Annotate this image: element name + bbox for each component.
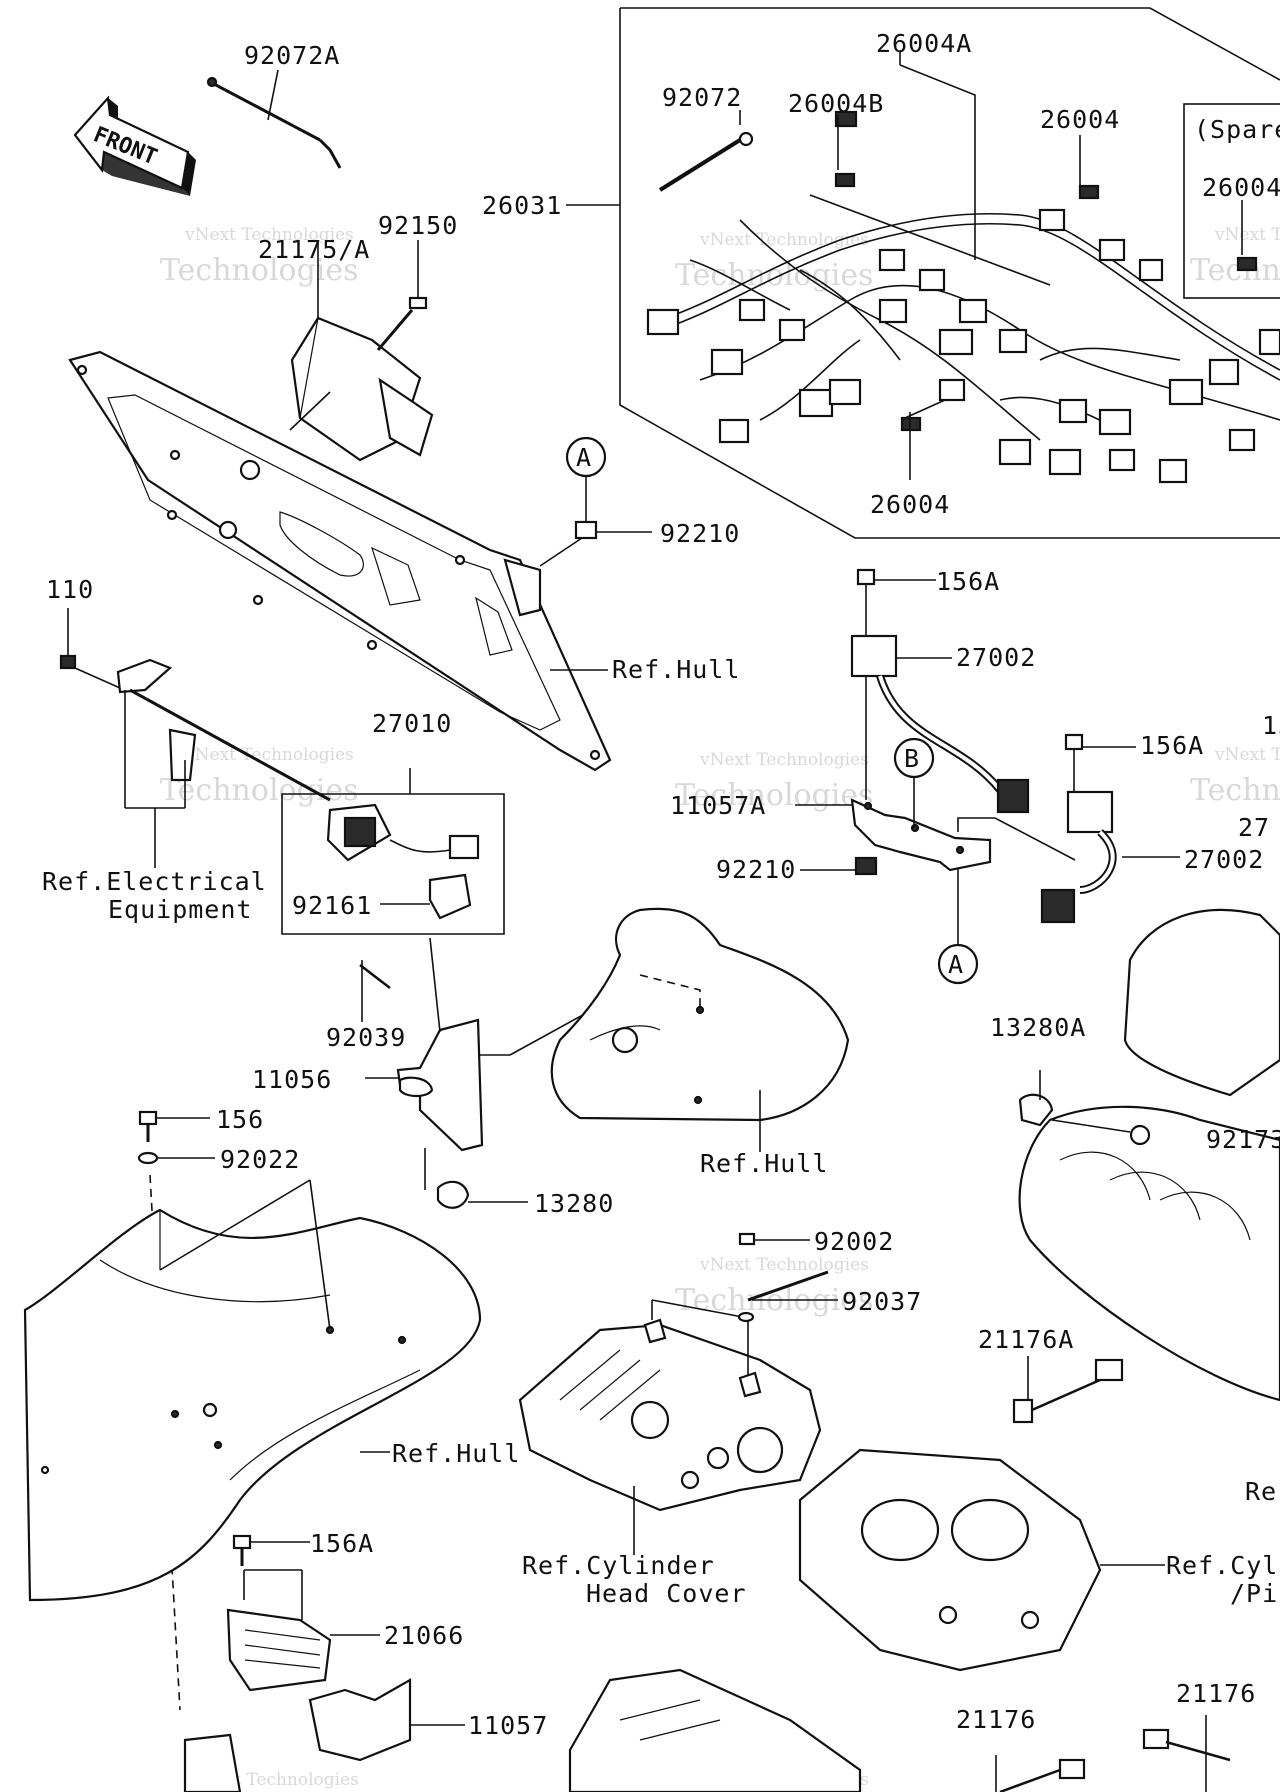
part-label: 27002 — [1184, 845, 1264, 874]
fuse-icon — [834, 110, 858, 128]
watermark-text: Technologies — [160, 773, 359, 808]
watermark-text: vNext Technologies — [699, 750, 869, 770]
bottom-parts — [568, 1668, 1231, 1792]
part-label: /Pi — [1230, 1579, 1278, 1608]
part-label: Ref.Hull — [612, 655, 740, 684]
part-label: 27010 — [372, 709, 452, 738]
part-label: Ref.Electrical — [42, 867, 267, 896]
watermark-text: vNext Technologies — [699, 1255, 869, 1275]
part-label: 11057A — [670, 791, 766, 820]
cylinder-head-cover — [518, 1232, 838, 1555]
hull-panel — [68, 350, 612, 772]
part-label: 26004 — [870, 490, 950, 519]
bolt-92150 — [376, 240, 428, 351]
part-label: Ref.Cylinder — [522, 1551, 715, 1580]
part-label: 92150 — [378, 211, 458, 240]
callout-label: B — [904, 744, 920, 773]
part-label: 11057 — [468, 1711, 548, 1740]
leader-lines-top — [267, 52, 1243, 480]
part-label: 156A — [936, 567, 1000, 596]
part-label: 21176 — [956, 1705, 1036, 1734]
sensor-27002-a — [850, 568, 1030, 814]
nut-92210-mid — [800, 856, 878, 876]
part-label: 92037 — [842, 1287, 922, 1316]
part-label: 13280 — [534, 1189, 614, 1218]
part-label: 27002 — [956, 643, 1036, 672]
part-label: 11056 — [252, 1065, 332, 1094]
part-label: 26004A — [876, 29, 972, 58]
part-label: 15 — [1262, 711, 1280, 740]
callout-label: A — [576, 443, 592, 472]
part-label: 92002 — [814, 1227, 894, 1256]
part-label: 92072A — [244, 41, 340, 70]
cylinder-block — [798, 1448, 1165, 1672]
nut-92210-top — [539, 436, 652, 567]
watermark-text: vNext Technologies — [184, 225, 354, 245]
part-label: Equipment — [108, 895, 252, 924]
watermark-text: Technologies — [675, 778, 874, 813]
part-label: 21066 — [384, 1621, 464, 1650]
part-label: 110 — [46, 575, 94, 604]
wire-harness-26031 — [646, 110, 1280, 484]
watermark-text: Technologies — [160, 253, 359, 288]
part-label: 26004B — [788, 89, 884, 118]
part-label: Re — [1245, 1477, 1277, 1506]
fuse-icon — [1236, 256, 1258, 272]
sensor-27002-b — [1040, 733, 1180, 924]
part-label: 21176A — [978, 1325, 1074, 1354]
fuse-icon — [834, 172, 856, 188]
bracket-11057A — [795, 737, 1076, 985]
harness-box — [619, 7, 1280, 539]
part-labels: 92072A 26004A 92072 26004B 26004 (Spare … — [42, 29, 1280, 1740]
hull-lower-left — [23, 1110, 482, 1711]
band-92072A — [206, 76, 342, 169]
part-label: 92039 — [326, 1023, 406, 1052]
part-label: Head Cover — [586, 1579, 747, 1608]
part-label: 21176 — [1176, 1679, 1256, 1708]
part-label: 156A — [310, 1529, 374, 1558]
part-label: 92161 — [292, 891, 372, 920]
part-label: 92210 — [716, 855, 796, 884]
fuse-icon — [1078, 184, 1100, 200]
part-label: 26031 — [482, 191, 562, 220]
bracket-11056 — [359, 937, 611, 1152]
part-label: 21175/A — [258, 235, 370, 264]
callout-label: A — [948, 950, 964, 979]
watermark-text: vNext Technologies — [1214, 225, 1280, 245]
part-label: Ref.Hull — [392, 1439, 520, 1468]
fuse-icon — [900, 416, 922, 432]
part-label: 156A — [1140, 731, 1204, 760]
part-label: 26004 — [1202, 173, 1280, 202]
watermark-text: vNext Technologies — [184, 745, 354, 765]
part-label: 92173 — [1206, 1125, 1280, 1154]
ecu-21175 — [289, 240, 434, 462]
part-label: 13280A — [990, 1013, 1086, 1042]
part-label: Ref.Hull — [700, 1149, 828, 1178]
relay-27010 — [281, 768, 505, 935]
electrical-lead — [59, 608, 331, 868]
part-label: 26004 — [1040, 105, 1120, 134]
part-label: 92022 — [220, 1145, 300, 1174]
right-side-parts — [1018, 908, 1280, 1402]
watermark-text: vNext Technologies — [1214, 745, 1280, 765]
part-label: Ref.Cyl — [1166, 1551, 1278, 1580]
hull-seat — [550, 907, 850, 1152]
regulator-21066 — [183, 1534, 465, 1792]
part-label: 156 — [216, 1105, 264, 1134]
watermark-text: Technologies — [675, 258, 874, 293]
sensor-21176A — [1012, 1356, 1124, 1424]
part-label: 92072 — [662, 83, 742, 112]
part-label: 92210 — [660, 519, 740, 548]
clip-13280 — [424, 1148, 528, 1209]
watermark-text: Techn — [1190, 773, 1280, 808]
watermark-text: Techn — [1190, 253, 1280, 288]
part-label: 27 — [1238, 813, 1270, 842]
part-label: (Spare — [1194, 115, 1280, 144]
watermark-text: vNext Technologies — [699, 230, 869, 250]
front-arrow-icon: FRONT — [73, 95, 196, 196]
